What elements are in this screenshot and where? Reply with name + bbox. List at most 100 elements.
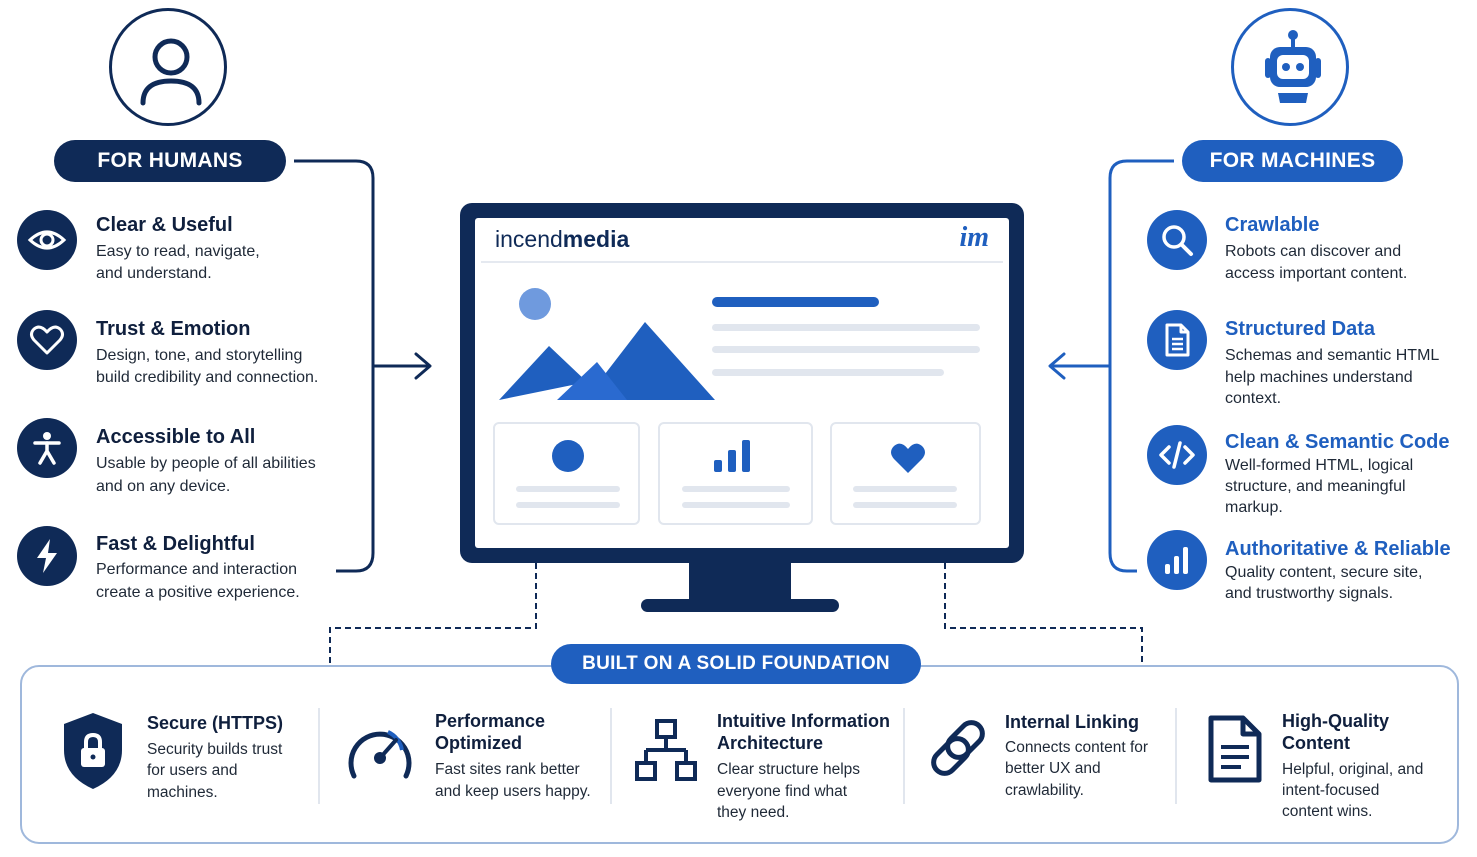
card-line <box>516 486 620 492</box>
foundation-desc: they need. <box>717 804 790 821</box>
authoritative-icon-badge <box>1147 530 1207 590</box>
feature-desc: create a positive experience. <box>96 584 300 601</box>
text-line-placeholder <box>712 346 980 353</box>
heart-icon <box>891 443 925 473</box>
monitor-neck <box>689 560 791 600</box>
human-avatar <box>109 8 227 126</box>
code-icon <box>1159 441 1195 469</box>
foundation-desc: better UX and <box>1005 760 1101 777</box>
card-line <box>516 502 620 508</box>
feature-desc: and understand. <box>96 265 212 282</box>
text-line-placeholder <box>712 324 980 331</box>
foundation-desc: crawlability. <box>1005 782 1084 799</box>
foundation-title: Secure (HTTPS) <box>147 713 284 733</box>
feature-desc: Well-formed HTML, logical <box>1225 457 1414 474</box>
foundation-desc: intent-focused <box>1282 782 1380 799</box>
fast-icon-badge <box>17 526 77 586</box>
accessibility-icon <box>33 432 61 465</box>
site-brand: incendmedia <box>495 226 629 253</box>
foundation-desc: and keep users happy. <box>435 783 591 800</box>
robot-icon <box>1265 30 1321 103</box>
monitor-screen: incendmedia im <box>475 218 1009 548</box>
feature-title: Fast & Delightful <box>96 533 255 555</box>
feature-desc: structure, and meaningful <box>1225 478 1406 495</box>
foundation-desc: for users and <box>147 762 238 779</box>
feature-desc: markup. <box>1225 499 1283 516</box>
foundation-title: Content <box>1282 733 1350 753</box>
screen-divider <box>481 261 1003 263</box>
card-line <box>682 486 790 492</box>
foundation-title: Performance <box>435 711 546 731</box>
monitor-base <box>641 599 839 612</box>
foundation-desc: machines. <box>147 784 218 801</box>
accessible-icon-badge <box>17 418 77 478</box>
feature-desc: Performance and interaction <box>96 561 297 578</box>
foundation-desc: Clear structure helps <box>717 761 861 778</box>
machine-avatar <box>1231 8 1349 126</box>
divider <box>1175 708 1177 804</box>
feature-title: Trust & Emotion <box>96 318 251 340</box>
foundation-label: BUILT ON A SOLID FOUNDATION <box>551 644 921 684</box>
feature-desc: Robots can discover and <box>1225 243 1402 260</box>
feature-title: Structured Data <box>1225 318 1376 340</box>
search-icon <box>1162 225 1193 256</box>
feature-desc: help machines understand <box>1225 369 1413 386</box>
bar-chart-icon <box>1165 547 1188 574</box>
feature-title: Authoritative & Reliable <box>1225 538 1451 560</box>
lightning-icon <box>37 539 57 573</box>
divider <box>903 708 905 804</box>
feature-desc: Design, tone, and storytelling <box>96 347 303 364</box>
logo-mark: im <box>959 222 989 253</box>
feature-desc: build credibility and connection. <box>96 369 319 386</box>
feature-desc: and on any device. <box>96 478 231 495</box>
foundation-title: Optimized <box>435 733 523 753</box>
foundation-desc: Helpful, original, and <box>1282 761 1424 778</box>
feature-title: Crawlable <box>1225 214 1320 236</box>
user-icon <box>140 38 202 106</box>
foundation-desc: Security builds trust <box>147 741 283 758</box>
feature-title: Clean & Semantic Code <box>1225 431 1450 453</box>
sitemap-icon <box>635 719 697 781</box>
divider <box>610 708 612 804</box>
heart-icon <box>30 325 64 355</box>
feature-desc: Usable by people of all abilities <box>96 455 316 472</box>
feature-desc: Schemas and semantic HTML <box>1225 347 1440 364</box>
foundation-desc: everyone find what <box>717 783 848 800</box>
feature-desc: Easy to read, navigate, <box>96 243 260 260</box>
content-card <box>658 422 813 525</box>
foundation-desc: Connects content for <box>1005 739 1149 756</box>
text-line-placeholder <box>712 369 944 376</box>
bar-chart-icon <box>714 440 750 472</box>
structured-data-icon-badge <box>1147 310 1207 370</box>
gauge-icon <box>348 730 412 779</box>
foundation-desc: content wins. <box>1282 803 1373 820</box>
feature-desc: access important content. <box>1225 265 1408 282</box>
foundation-title: Architecture <box>717 733 824 753</box>
brand-bold: media <box>562 226 630 252</box>
clean-code-icon-badge <box>1147 425 1207 485</box>
document-icon <box>1165 323 1190 357</box>
for-humans-label: FOR HUMANS <box>54 140 286 182</box>
content-card <box>493 422 640 525</box>
lock-shield-icon <box>64 713 122 789</box>
feature-title: Clear & Useful <box>96 214 233 236</box>
feature-desc: context. <box>1225 390 1282 407</box>
divider <box>318 708 320 804</box>
clear-useful-icon-badge <box>17 210 77 270</box>
brand-light: incend <box>495 226 563 252</box>
feature-title: Accessible to All <box>96 426 256 448</box>
dot-icon <box>552 440 584 472</box>
foundation-title: Internal Linking <box>1005 712 1140 732</box>
eye-icon <box>27 230 67 250</box>
card-line <box>682 502 790 508</box>
foundation-title: High-Quality <box>1282 711 1389 731</box>
hero-heading-placeholder <box>712 297 879 307</box>
for-machines-label: FOR MACHINES <box>1182 140 1403 182</box>
monitor: incendmedia im <box>460 203 1024 563</box>
foundation-title: Intuitive Information <box>717 711 890 731</box>
foundation-desc: Fast sites rank better <box>435 761 580 778</box>
trust-emotion-icon-badge <box>17 310 77 370</box>
link-icon <box>931 720 985 776</box>
feature-desc: and trustworthy signals. <box>1225 585 1394 602</box>
card-line <box>853 486 957 492</box>
